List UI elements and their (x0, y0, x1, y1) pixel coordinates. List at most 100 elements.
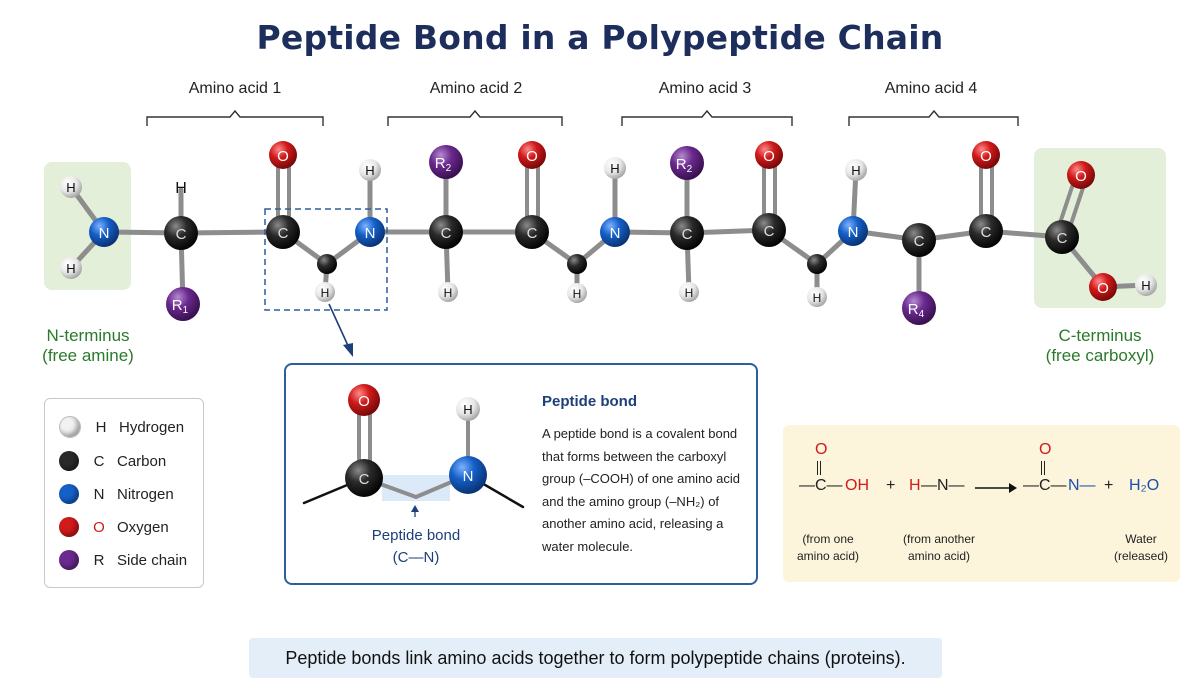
amino-acid-4-label: Amino acid 4 (884, 80, 978, 97)
oxygen-atom (518, 141, 546, 169)
amino-acid-4-bracket (848, 109, 1019, 126)
carbon-label: C (441, 225, 452, 242)
oxygen-atom (755, 141, 783, 169)
oxygen-atom (348, 384, 380, 416)
legend-item-carbon: C Carbon (59, 449, 166, 473)
hydrogen-atom (845, 159, 867, 181)
carbon-atom (902, 223, 936, 257)
legend-label: Nitrogen (117, 485, 174, 503)
carbon-atom (670, 216, 704, 250)
side-chain-atom (902, 291, 936, 325)
product-carbon: —C— (1023, 477, 1067, 494)
carbon-label: C (682, 226, 693, 243)
carbon-atom (429, 215, 463, 249)
legend-label: Oxygen (117, 518, 169, 536)
oxygen-label: O (980, 148, 992, 165)
carbon-atom (266, 215, 300, 249)
reaction-equation-box: O —C— OH + H —N— O —C— N— + H₂O (from on… (783, 425, 1180, 582)
amine-hydrogen: H (909, 477, 921, 494)
hydrogen-label: H (463, 402, 472, 417)
summary-text: Peptide bonds link amino acids together … (285, 648, 906, 668)
n-terminus-title: N-terminus (46, 326, 130, 345)
caption-acid: (from one amino acid) (796, 532, 860, 563)
oxygen-atom (269, 141, 297, 169)
c-terminus-title: C-terminus (1058, 326, 1142, 345)
nitrogen-atom (355, 217, 385, 247)
hydrogen-label: H (685, 286, 694, 300)
carbon-atom (1045, 220, 1079, 254)
hydrogen-label: H (851, 163, 860, 178)
side-chain-label: R2 (676, 156, 693, 175)
side-chain-atom (670, 146, 704, 180)
hydrogen-dot (59, 416, 81, 438)
hydrogen-label: H (813, 291, 822, 305)
carbon-label: C (359, 471, 370, 488)
bridge-atom (567, 254, 587, 274)
amino-acid-3-label: Amino acid 3 (658, 80, 752, 97)
hydrogen-label: H (610, 161, 619, 176)
hydrogen-label: H (175, 180, 187, 197)
carbon-atom (515, 215, 549, 249)
legend-item-hydrogen: H Hydrogen (59, 415, 184, 439)
hydrogen-atom (438, 282, 458, 302)
carbon-label: C (764, 223, 775, 240)
summary-banner: Peptide bonds link amino acids together … (249, 638, 942, 678)
legend-symbol: C (93, 452, 105, 470)
carbon-label: C (1057, 230, 1068, 247)
side-chain-atom (166, 287, 200, 321)
plus-sign: + (886, 477, 896, 494)
legend-symbol: N (93, 485, 105, 503)
amino-acid-2-label: Amino acid 2 (429, 80, 523, 97)
hydrogen-label: H (365, 163, 374, 178)
bridge-atom (807, 254, 827, 274)
page-title: Peptide Bond in a Polypeptide Chain (256, 18, 944, 57)
hydrogen-label: H (66, 261, 75, 276)
side-chain-dot (59, 550, 79, 570)
acid-double-bond (817, 461, 821, 475)
plus-sign: + (1104, 477, 1114, 494)
product-nitrogen: N— (1068, 477, 1096, 494)
side-chain-label: R2 (435, 155, 452, 174)
caption-water: Water (released) (1113, 532, 1169, 563)
atoms: H H N H C R1 O C H H N R2 C H O C H (60, 141, 1157, 325)
hydrogen-atom (359, 159, 381, 181)
water-formula: H₂O (1129, 477, 1160, 494)
legend-symbol: O (93, 518, 105, 536)
nitrogen-atom (89, 217, 119, 247)
nitrogen-atom (838, 216, 868, 246)
side-chain-label: R4 (908, 301, 925, 320)
hydrogen-atom (567, 283, 587, 303)
oxygen-label: O (526, 148, 538, 165)
hydrogen-label: H (444, 286, 453, 300)
carbon-label: C (278, 225, 289, 242)
hydrogen-atom (456, 397, 480, 421)
nitrogen-label: N (365, 225, 376, 242)
peptide-bond-detail-panel: O C H N Peptide bond (C—N) Peptide bond … (284, 363, 758, 585)
oxygen-atom (1067, 161, 1095, 189)
oxygen-label: O (277, 148, 289, 165)
peptide-bond-label-text: Peptide bond (371, 527, 461, 544)
amino-acid-3-bracket (621, 109, 793, 126)
legend-symbol: H (95, 418, 107, 436)
bridge-atom (317, 254, 337, 274)
peptide-bond-label: Peptide bond (C—N) (346, 525, 486, 569)
oxygen-label: O (1097, 280, 1109, 297)
atom-legend: H Hydrogen C Carbon N Nitrogen O Oxygen … (44, 398, 204, 588)
acid-oxygen: O (815, 441, 828, 458)
detail-description: A peptide bond is a covalent bond that f… (542, 426, 740, 554)
oxygen-atom (1089, 273, 1117, 301)
product-oxygen: O (1039, 441, 1052, 458)
legend-item-nitrogen: N Nitrogen (59, 482, 174, 506)
hydrogen-atom (1135, 274, 1157, 296)
side-chain-label: R1 (172, 297, 189, 316)
oxygen-dot (59, 517, 79, 537)
amino-acid-2-bracket (387, 109, 563, 126)
hydrogen-label: H (573, 287, 582, 301)
zoom-arrow (328, 303, 351, 351)
legend-item-oxygen: O Oxygen (59, 515, 169, 539)
product-double-bond (1041, 461, 1045, 475)
hydrogen-atom (679, 282, 699, 302)
peptide-bond-formula: (C—N) (392, 549, 440, 566)
acid-carbon: —C— (799, 477, 843, 494)
